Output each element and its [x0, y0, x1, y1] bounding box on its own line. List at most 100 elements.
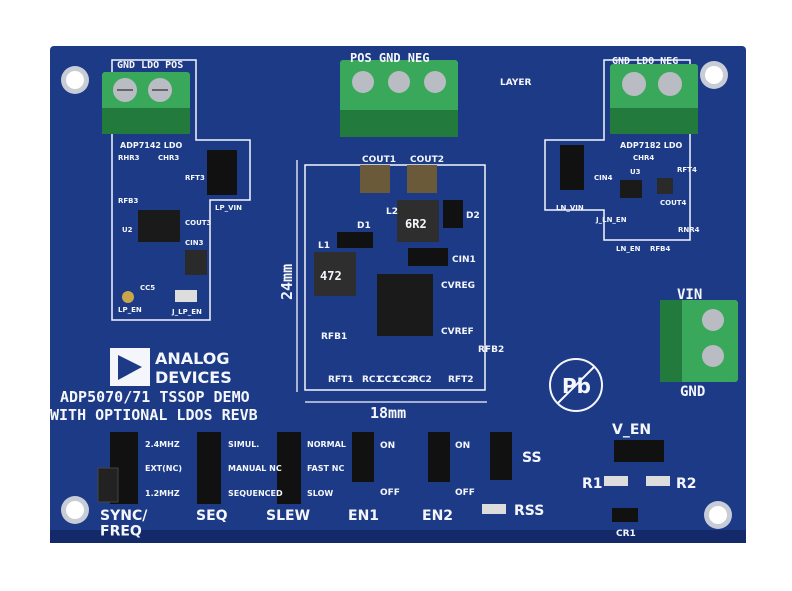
logo-line1: ANALOG	[155, 349, 230, 368]
d2-diode	[443, 200, 463, 228]
core-outline	[304, 164, 486, 391]
inductor2-marking: 6R2	[405, 217, 427, 231]
ldo-right-labels-0: CHR4	[633, 154, 654, 162]
left-terminal-block	[102, 72, 190, 134]
cc5-testpoint	[122, 291, 134, 303]
r2-label: R2	[676, 476, 697, 492]
l1-inductor	[314, 252, 356, 296]
en2-label: EN2	[422, 508, 453, 524]
cr1-label: CR1	[616, 529, 636, 539]
en1-label: EN1	[348, 508, 379, 524]
seq-option-1: SIMUL.	[228, 440, 259, 449]
ldo-left-labels-2: RFB3	[118, 197, 139, 205]
ss-label: SS	[522, 450, 542, 466]
center-terminal-label: POS GND NEG	[350, 51, 429, 65]
r1-label: R1	[582, 476, 603, 492]
core-labels-10: RFT1	[328, 375, 353, 385]
lp-vin-jumper	[207, 150, 237, 195]
ldo-left-labels-10: J_LP_EN	[171, 308, 202, 316]
r2-resistor	[646, 476, 670, 486]
core-labels-16: RFT2	[448, 375, 473, 385]
en2-on: ON	[455, 441, 470, 451]
ldo-left-labels-0: RHR3	[118, 154, 140, 162]
logo-line2: DEVICES	[155, 368, 232, 387]
ln-vin-jumper	[560, 145, 584, 190]
ldo-right-labels-9: RNR4	[678, 226, 700, 234]
logo-triangle	[118, 355, 142, 380]
ldo-left-labels-8: LP_VIN	[215, 204, 242, 212]
ldo-left-labels-1: CHR3	[158, 154, 179, 162]
slew-option-1: NORMAL	[307, 440, 346, 449]
core-labels-11: RC1	[362, 375, 382, 385]
v-en-shunt[interactable]	[614, 440, 664, 462]
inductor1-marking: 472	[320, 269, 342, 283]
vin-terminal-block	[660, 300, 738, 382]
cout2-cap	[407, 165, 437, 193]
ldo-left-labels-4: U2	[122, 226, 133, 234]
ldo-right-labels-7: LN_EN	[616, 245, 641, 253]
slew-option-3: SLOW	[307, 489, 333, 498]
seq-label: SEQ	[196, 508, 228, 524]
pb-symbol: Pb	[562, 374, 591, 398]
slew-header[interactable]	[277, 432, 301, 504]
core-labels-12: CC1	[378, 375, 397, 385]
left-ldo-outline	[111, 59, 251, 321]
ldo-right-labels-3: U3	[630, 168, 641, 176]
ldo-left-labels-5: COUT3	[185, 219, 212, 227]
core-labels-1: COUT2	[410, 155, 444, 165]
left-cap	[185, 250, 207, 275]
left-terminal-label: GND LDO POS	[117, 60, 183, 71]
cin1-cap	[408, 248, 448, 266]
en1-on: ON	[380, 441, 395, 451]
dim-horizontal-label: 18mm	[370, 404, 406, 422]
left-ldo-ic	[138, 210, 180, 242]
sync-label: SYNC/FREQ	[100, 508, 148, 539]
core-labels-5: L1	[318, 241, 330, 251]
right-cap	[657, 178, 673, 194]
sync-option-1: 2.4MHZ	[145, 440, 180, 449]
v-en-label: V_EN	[612, 422, 651, 438]
seq-header[interactable]	[197, 432, 221, 504]
ldo-left-labels-7: CC5	[140, 284, 155, 292]
board-title-line2: WITH OPTIONAL LDOS REVB	[50, 406, 258, 424]
ldo-right-labels-6: J_LN_EN	[595, 216, 627, 224]
cr1-diode	[612, 508, 638, 522]
core-labels-4: D1	[357, 221, 371, 231]
sync-option-2: EXT(NC)	[145, 464, 182, 473]
right-terminal-block	[610, 64, 698, 134]
sync-freq-shunt[interactable]	[97, 467, 119, 503]
ldo-right-labels-8: RFB4	[650, 245, 671, 253]
core-labels-7: CVREG	[441, 281, 475, 291]
seq-option-2: MANUAL NC	[228, 464, 282, 473]
core-labels-2: L2	[386, 207, 398, 217]
ldo-left-labels-3: RFT3	[185, 174, 205, 182]
main-ic	[377, 274, 433, 336]
slew-label: SLEW	[266, 508, 310, 524]
ldo-left-labels-9: LP_EN	[118, 306, 142, 314]
ss-header[interactable]	[490, 432, 512, 480]
core-labels-14: RC2	[412, 375, 432, 385]
center-terminal-block	[340, 60, 458, 137]
r1-resistor	[604, 476, 628, 486]
layer-label: LAYER	[500, 78, 532, 88]
rss-label: RSS	[514, 503, 544, 519]
core-labels-0: COUT1	[362, 155, 396, 165]
ldo-right-labels-1: RFT4	[677, 166, 697, 174]
seq-option-3: SEQUENCED	[228, 489, 283, 498]
ldo-right-labels-5: LN_VIN	[556, 204, 584, 212]
en1-off: OFF	[380, 488, 400, 498]
right-ldo-ic	[620, 180, 642, 198]
en1-header[interactable]	[352, 432, 374, 482]
vin-label: VIN	[677, 287, 702, 303]
cout1-cap	[360, 165, 390, 193]
ldo-left-labels-6: CIN3	[185, 239, 204, 247]
en2-header[interactable]	[428, 432, 450, 482]
core-labels-15: RFB2	[478, 345, 504, 355]
core-labels-6: CIN1	[452, 255, 476, 265]
en2-off: OFF	[455, 488, 475, 498]
core-labels-9: RFB1	[321, 332, 347, 342]
d1-diode	[337, 232, 373, 248]
core-labels-8: CVREF	[441, 327, 474, 337]
right-terminal-label: GND LDO NEG	[612, 56, 678, 67]
